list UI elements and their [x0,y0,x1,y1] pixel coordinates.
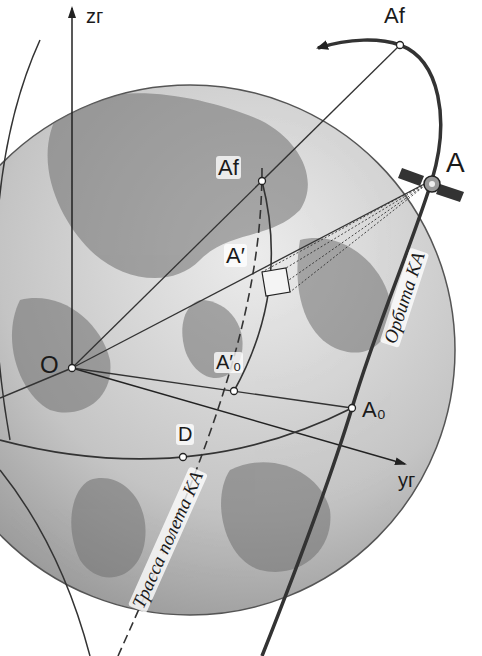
radius-line [72,180,432,368]
equator [0,408,352,459]
point-label: A′₀ [214,352,243,373]
points [69,42,404,461]
point-label: D [176,424,194,445]
z-axis [71,8,73,368]
ground-track [118,168,262,656]
radius-line [72,368,352,408]
point-label: A₀ [362,398,386,421]
point-label: Af [384,4,405,27]
radius-line [72,45,400,368]
earth-globe [0,85,455,615]
orbit [262,40,441,656]
footprint [262,268,290,296]
point-label: A′ [224,244,247,267]
axis-label: zг [86,6,103,27]
continents [12,93,391,577]
axis-label: yг [398,470,415,491]
point-label: Af [216,156,241,179]
origin-label: O [40,352,59,377]
point-label: A [446,148,465,177]
